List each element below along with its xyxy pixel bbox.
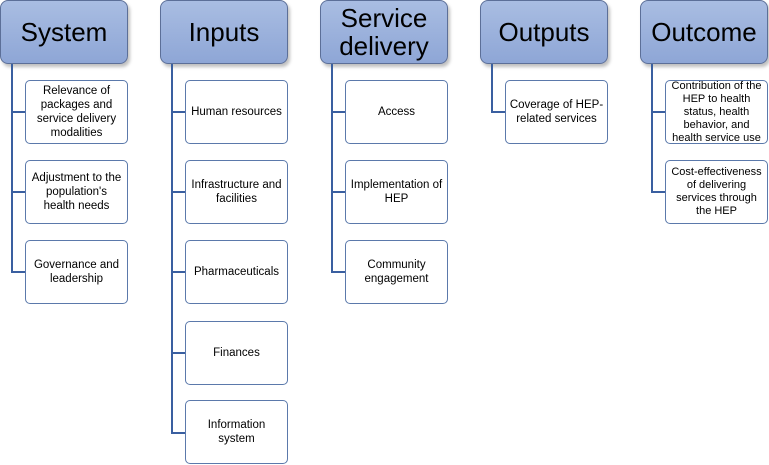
- header-service-delivery-label: Service delivery: [339, 3, 429, 61]
- connector-system-3: [11, 271, 25, 273]
- header-service-delivery: Service delivery: [320, 0, 448, 64]
- service-delivery-item-label: Implementation of HEP: [350, 179, 443, 205]
- connector-service-delivery-2: [331, 191, 345, 193]
- connector-outcome: [651, 64, 653, 193]
- connector-inputs-1: [171, 111, 185, 113]
- service-delivery-item-access: Access: [345, 80, 448, 144]
- connector-system: [11, 64, 13, 273]
- system-item-relevance: Relevance of packages and service delive…: [25, 80, 128, 144]
- connector-service-delivery-1: [331, 111, 345, 113]
- header-outputs-label: Outputs: [498, 17, 590, 47]
- system-item-label: Relevance of packages and service delive…: [36, 85, 117, 139]
- system-item-label: Adjustment to the population's health ne…: [31, 172, 122, 212]
- inputs-item-label: Infrastructure and facilities: [191, 179, 282, 205]
- header-system: System: [0, 0, 128, 64]
- connector-system-1: [11, 111, 25, 113]
- connector-system-2: [11, 191, 25, 193]
- inputs-item-finances: Finances: [185, 321, 288, 385]
- outcome-item-label: Cost-effectiveness of delivering service…: [671, 166, 762, 217]
- inputs-item-label: Finances: [213, 347, 260, 359]
- inputs-item-label: Human resources: [191, 106, 282, 118]
- connector-outcome-2: [651, 191, 665, 193]
- connector-outputs: [491, 64, 493, 113]
- header-outputs: Outputs: [480, 0, 608, 64]
- header-inputs: Inputs: [160, 0, 288, 64]
- header-outcome: Outcome: [640, 0, 768, 64]
- outcome-item-cost-effectiveness: Cost-effectiveness of delivering service…: [665, 160, 768, 224]
- connector-inputs-4: [171, 352, 185, 354]
- service-delivery-item-implementation: Implementation of HEP: [345, 160, 448, 224]
- connector-inputs-5: [171, 432, 185, 434]
- outcome-item-label: Contribution of the HEP to health status…: [671, 80, 762, 144]
- inputs-item-label: Information system: [207, 419, 266, 445]
- header-outcome-label: Outcome: [651, 17, 757, 47]
- service-delivery-item-label: Access: [377, 106, 416, 118]
- outputs-item-coverage: Coverage of HEP-related services: [505, 80, 608, 144]
- service-delivery-item-community-engagement: Community engagement: [345, 240, 448, 304]
- connector-service-delivery: [331, 64, 333, 273]
- connector-outcome-1: [651, 111, 665, 113]
- header-inputs-label: Inputs: [188, 17, 260, 47]
- outputs-item-label: Coverage of HEP-related services: [509, 99, 604, 125]
- system-item-adjustment: Adjustment to the population's health ne…: [25, 160, 128, 224]
- inputs-item-label: Pharmaceuticals: [193, 266, 279, 278]
- system-item-label: Governance and leadership: [33, 259, 120, 285]
- service-delivery-item-label: Community engagement: [364, 259, 429, 285]
- connector-outputs-1: [491, 111, 505, 113]
- connector-inputs: [171, 64, 173, 434]
- connector-inputs-2: [171, 191, 185, 193]
- inputs-item-infrastructure: Infrastructure and facilities: [185, 160, 288, 224]
- connector-inputs-3: [171, 271, 185, 273]
- outcome-item-contribution: Contribution of the HEP to health status…: [665, 80, 768, 144]
- header-system-label: System: [20, 17, 108, 47]
- inputs-item-pharmaceuticals: Pharmaceuticals: [185, 240, 288, 304]
- inputs-item-human-resources: Human resources: [185, 80, 288, 144]
- system-item-governance: Governance and leadership: [25, 240, 128, 304]
- inputs-item-information-system: Information system: [185, 400, 288, 464]
- connector-service-delivery-3: [331, 271, 345, 273]
